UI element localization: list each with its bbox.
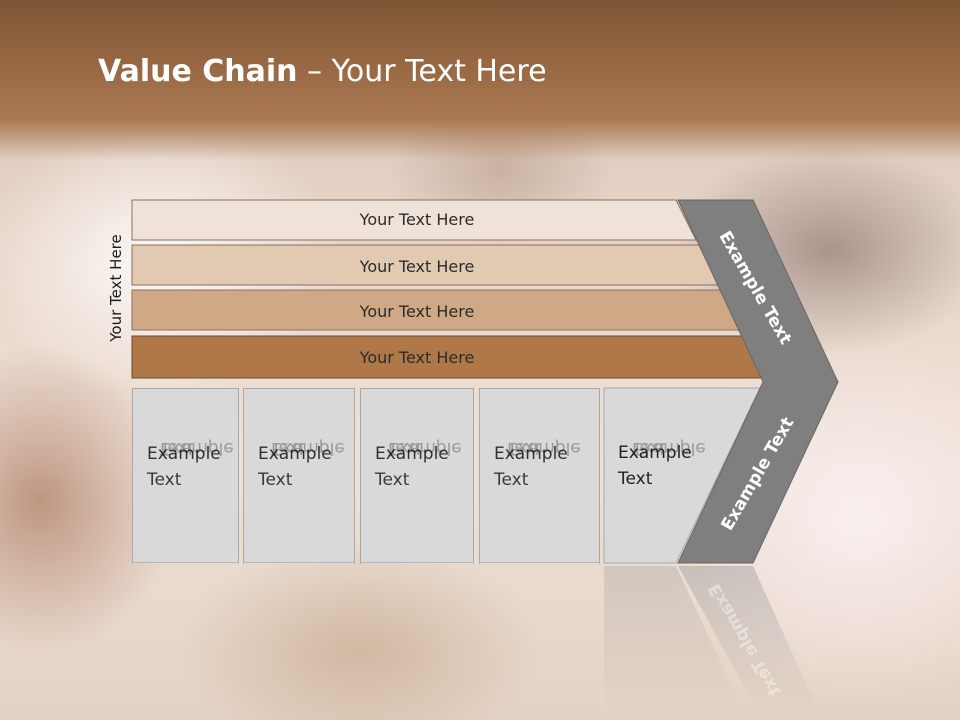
bar-1 <box>131 199 697 241</box>
bar-label-4: Your Text Here <box>359 347 475 367</box>
bar-label-3: Your Text Here <box>359 301 475 321</box>
box-5-reflection <box>604 566 745 715</box>
bar-label-2: Your Text Here <box>359 256 475 276</box>
title-band <box>0 0 960 160</box>
chevron-reflection <box>678 566 820 715</box>
bar-label-1: Your Text Here <box>359 209 475 229</box>
slide-title: Value Chain – Your Text Here <box>98 54 547 89</box>
chevron-arrow <box>677 199 839 564</box>
box-5-shape <box>603 387 761 564</box>
